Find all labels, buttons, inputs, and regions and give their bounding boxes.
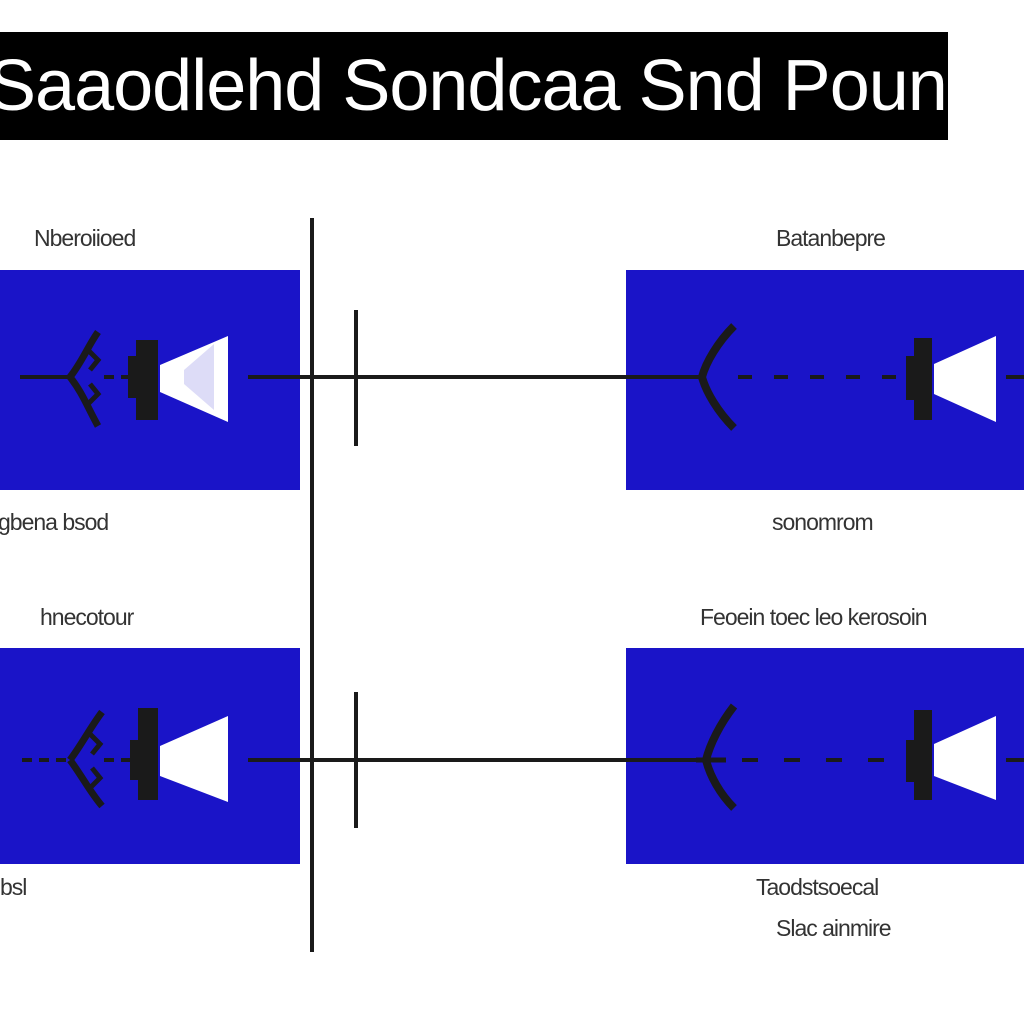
speaker-panel-bottom-left (0, 648, 300, 864)
speaker-panel-top-right (626, 270, 1024, 490)
diagram-title: Saaodlehd Sondcaa Snd Pounces (0, 46, 948, 126)
label-lower-right: Feoein toec leo kerosoin (700, 604, 928, 630)
speaker-icon (20, 329, 228, 428)
speaker-icon (22, 708, 228, 809)
label-mid-right: sonomrom (772, 509, 874, 535)
label-mid-left: gbena bsod (0, 509, 109, 535)
label-bottom-left: bsl (0, 874, 27, 900)
label-lower-left: hnecotour (40, 604, 134, 630)
label-top-left: Nberoiioed (34, 225, 136, 251)
speaker-icon (696, 703, 1024, 811)
label-bottom-right-line1: Taodstsoecal (756, 874, 879, 900)
label-bottom-right-line2: Slac ainmire (776, 915, 892, 941)
label-top-right: Batanbepre (776, 225, 886, 251)
speaker-icon (697, 323, 1024, 431)
title-banner: Saaodlehd Sondcaa Snd Pounces (0, 32, 948, 140)
speaker-panel-bottom-right (626, 648, 1024, 864)
speaker-panel-top-left (0, 270, 300, 490)
